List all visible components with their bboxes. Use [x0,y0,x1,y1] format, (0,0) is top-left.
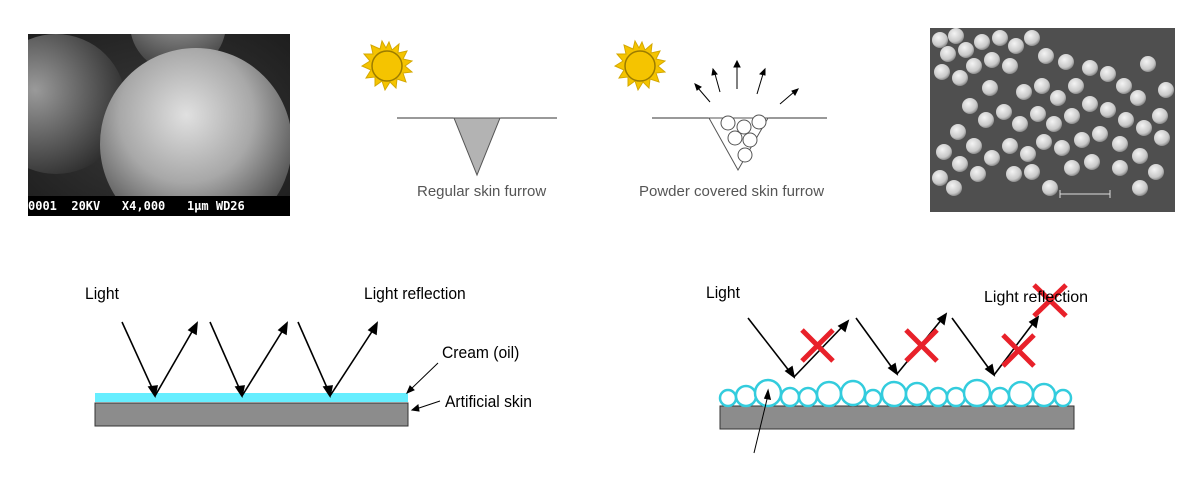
powder-reflection-label: Light reflection [984,289,1089,306]
artificial-skin-layer [719,405,1075,430]
artificial-skin-layer [94,402,409,427]
sun-icon [360,39,414,92]
light-reflection-arrows [121,321,378,399]
powder-light-label: Light [706,283,740,302]
sem-small-spheres-image [930,28,1175,212]
cross-mark-icons [800,283,1068,368]
artificial-skin-label: Artificial skin [445,392,532,411]
cream-reflection-label: Light reflection [364,284,466,303]
powder-furrow-label: Powder covered skin furrow [639,183,825,200]
cream-layer [95,393,408,402]
sem-photo-small-spheres [930,28,1175,212]
powder-particles [720,114,767,163]
regular-furrow-label: Regular skin furrow [417,183,547,200]
sun-icon [613,39,667,92]
scatter-arrows [694,59,799,105]
scale-bar [1059,190,1111,198]
sem-large-spheres-image [28,34,290,216]
sem-photo-large-spheres: 0001 20KV X4,000 1µm WD26 [28,34,290,216]
powder-particles [718,378,1073,408]
furrow-shape [397,117,557,177]
sem-caption: 0001 20KV X4,000 1µm WD26 [28,196,290,216]
cream-oil-label: Cream (oil) [442,343,520,362]
cream-light-label: Light [85,284,119,303]
label-pointers [406,362,441,412]
